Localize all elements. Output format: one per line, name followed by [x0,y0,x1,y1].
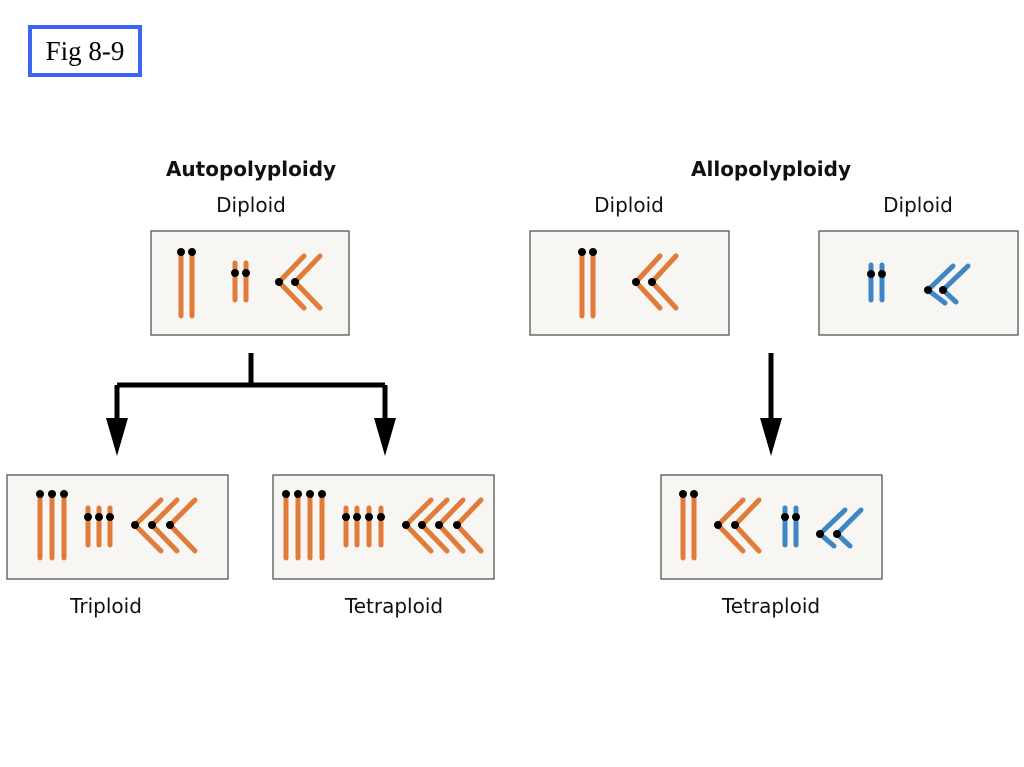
auto-diploid-label: Diploid [216,193,286,217]
auto-branch-arrows [114,353,388,420]
arrow-head-left [106,418,128,456]
auto-triploid-label: Triploid [70,594,142,618]
allo-diploid-left-box [529,230,730,336]
arrow-head-right [374,418,396,456]
allo-tetraploid-box [660,474,883,580]
allopolyploidy-heading: Allopolyploidy [691,157,851,181]
auto-tetraploid-box [272,474,495,580]
auto-tetraploid-label: Tetraploid [344,594,444,618]
allo-down-arrow [760,353,782,456]
allo-diploid-right-label: Diploid [883,193,953,217]
auto-triploid-box [6,474,229,580]
long-chromosomes [178,249,195,319]
allo-tetraploid-label: Tetraploid [721,594,821,618]
figure-label: Fig 8-9 [28,25,142,77]
allo-diploid-right-box [818,230,1019,336]
allo-diploid-left-label: Diploid [594,193,664,217]
auto-diploid-box [150,230,350,336]
autopolyploidy-heading: Autopolyploidy [165,157,337,181]
